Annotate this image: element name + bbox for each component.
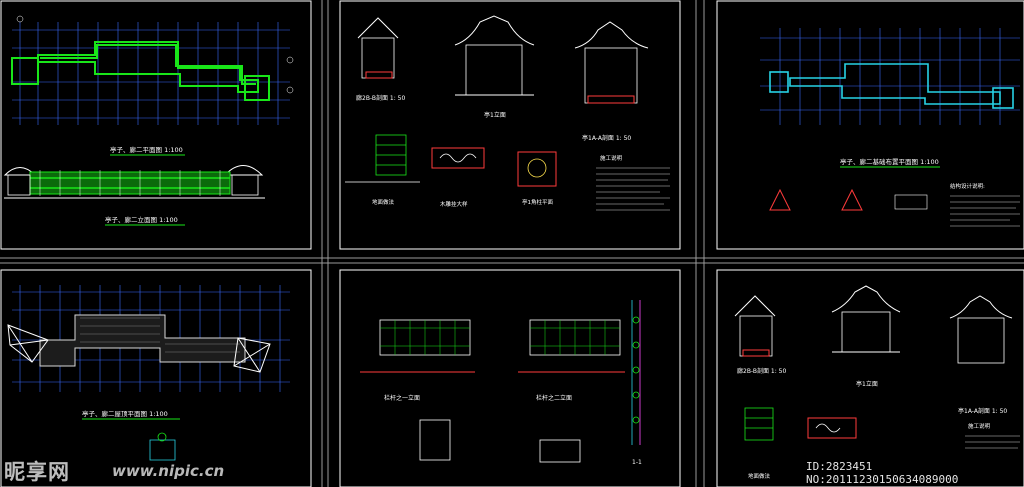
- sheet-2-frame: [339, 0, 681, 250]
- notes-title: 施工说明: [600, 154, 623, 162]
- left-pavilion-roof: [7, 324, 49, 363]
- corridor-outline: [37, 41, 259, 93]
- floor-plan-title: 亭子、廊二平面图 1:100: [110, 145, 183, 154]
- sheet-6-frame: [716, 269, 1024, 487]
- railing-2-title: 栏杆之二立面: [536, 394, 572, 402]
- notes-title-2: 施工说明: [968, 422, 991, 430]
- watermark-url: www.nipic.cn: [112, 462, 225, 480]
- foundation-plan-title: 亭子、廊二基础布置平面图 1:100: [840, 157, 939, 166]
- sheet-6-sections: 廊2B-B剖面 1: 50 亭1立面 亭1A-A剖面 1: 50 地面做法 施工…: [734, 285, 1020, 480]
- sheet-3-frame: [716, 0, 1024, 250]
- section-b-title-2: 廊2B-B剖面 1: 50: [737, 367, 786, 375]
- pavilion-left-plan: [11, 57, 39, 85]
- sheet-5-railings: 栏杆之一立面 栏杆之二立面 1-1: [360, 300, 642, 466]
- watermark-logo: 昵享网: [4, 460, 70, 484]
- pavilion-elevation-title-2: 亭1立面: [856, 380, 878, 388]
- railing-1-title: 栏杆之一立面: [384, 394, 420, 402]
- sheet-5-frame: [339, 269, 681, 487]
- sheet-1-floor-plan: 亭子、廊二平面图 1:100: [11, 15, 294, 156]
- section-a-title: 亭1A-A剖面 1: 50: [582, 134, 631, 142]
- watermark-id: ID:2823451 NO:20111230150634089000: [806, 460, 959, 486]
- sheet-4-frame: [0, 269, 312, 487]
- column-plan-title: 亭1角柱平面: [522, 198, 553, 206]
- sheet-4-roof-plan: 亭子、廊二屋顶平面图 1:100: [7, 285, 290, 461]
- pavilion-right-plan: [244, 75, 270, 101]
- floor-detail-title: 地面做法: [372, 198, 395, 206]
- sheet-2-sections: 廊2B-B剖面 1: 50 亭1立面 亭1A-A剖面 1: 50 地面做法 木雕…: [345, 15, 670, 211]
- structure-notes-title: 结构设计说明:: [950, 182, 985, 190]
- section-b-title: 廊2B-B剖面 1: 50: [356, 94, 405, 102]
- roof-plan-title: 亭子、廊二屋顶平面图 1:100: [82, 409, 168, 418]
- carving-detail-title: 木雕挂大样: [440, 200, 468, 208]
- floor-detail-title-2: 地面做法: [748, 472, 771, 480]
- railing-section-1-1: [631, 300, 641, 445]
- section-1-1-label: 1-1: [632, 459, 642, 466]
- sheet-1-elevation: 亭子、廊二立面图 1:100: [3, 165, 265, 226]
- pavilion-elevation-roof: [454, 15, 535, 46]
- right-pavilion-roof: [233, 337, 271, 373]
- elevation-title: 亭子、廊二立面图 1:100: [105, 215, 178, 224]
- sheet-3-foundation-plan: 亭子、廊二基础布置平面图 1:100 结构设计说明:: [760, 28, 1020, 227]
- sheet-1-frame: [0, 0, 312, 250]
- section-a-title-2: 亭1A-A剖面 1: 50: [958, 407, 1007, 415]
- pavilion-elevation-title: 亭1立面: [484, 111, 506, 119]
